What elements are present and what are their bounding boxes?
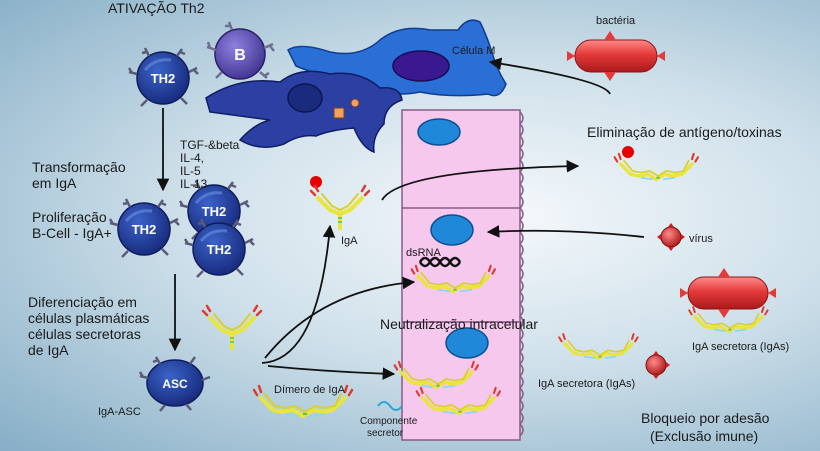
arrows — [156, 57, 645, 380]
iga-asc-label: IgA-ASC — [98, 406, 141, 418]
transformacao-label-2: em IgA — [32, 175, 77, 191]
bacteria-bound — [680, 268, 776, 318]
tgf-label: TGF-&beta — [180, 138, 240, 152]
neutralizacao-label: Neutralização intracelular — [380, 316, 538, 332]
asc-label: ASC — [162, 377, 188, 391]
proliferacao-label-1: Proliferação — [32, 209, 107, 225]
bloqueio-label-1: Bloqueio por adesão — [641, 410, 770, 426]
b-cell-label: B — [234, 47, 246, 64]
il4-label: IL-4, — [180, 151, 205, 165]
antigen-dot — [350, 98, 360, 108]
nucleus-top — [417, 118, 461, 146]
epithelium — [401, 109, 524, 441]
secretory-component — [377, 401, 403, 411]
b-cell — [206, 21, 275, 80]
celula-m-label: Célula M — [452, 45, 496, 57]
th2-label-prolif-left: TH2 — [132, 222, 157, 237]
iga-label: IgA — [341, 235, 358, 247]
componente-label-2: secretor — [367, 428, 404, 439]
iga-secretora-mid-label: IgA secretora (IgAs) — [538, 378, 636, 390]
asc-cell — [138, 356, 211, 412]
dimero-label: Dímero de IgA — [274, 384, 345, 396]
bacteria-top — [567, 31, 665, 81]
virus-particle — [657, 223, 685, 251]
th2-label-prolif-top: TH2 — [202, 204, 227, 219]
nucleus-middle — [430, 214, 474, 246]
diferenciacao-label-3: células secretoras — [28, 326, 141, 342]
ativacao-label: ATIVAÇÃO Th2 — [108, 0, 205, 16]
proliferacao-label-2: B-Cell - IgA+ — [32, 225, 112, 241]
il5-label: IL-5 — [180, 164, 201, 178]
transformacao-label-1: Transformação — [32, 159, 126, 175]
dsrna-label: dsRNA — [406, 247, 441, 259]
iga-secretora-right-label: IgA secretora (IgAs) — [692, 341, 790, 353]
diferenciacao-label-4: de IgA — [28, 342, 69, 358]
antigen-square — [333, 107, 345, 119]
iga-dimer-virus — [557, 332, 640, 360]
m-cell-nucleus — [392, 50, 450, 82]
componente-label-1: Componente — [360, 416, 418, 427]
antigen-red-right — [622, 146, 634, 158]
bacteria-label: bactéria — [596, 15, 636, 27]
dendritic-nucleus — [287, 83, 323, 113]
diferenciacao-label-2: células plasmáticas — [28, 310, 150, 326]
antigen-red-left — [310, 176, 322, 188]
th2-label-top: TH2 — [151, 71, 176, 86]
iga-monomer-cluster — [201, 304, 263, 350]
iga-monomer-left — [309, 184, 371, 230]
il13-label: IL-13 — [180, 177, 208, 191]
diferenciacao-label-1: Diferenciação em — [28, 294, 137, 310]
virus-label: vírus — [689, 233, 713, 245]
th2-label-prolif-bottom: TH2 — [207, 242, 232, 257]
eliminacao-label: Eliminação de antígeno/toxinas — [587, 124, 782, 140]
nucleus-bottom — [445, 327, 489, 359]
virus-bound — [645, 351, 670, 379]
bloqueio-label-2: (Exclusão imune) — [650, 428, 759, 444]
